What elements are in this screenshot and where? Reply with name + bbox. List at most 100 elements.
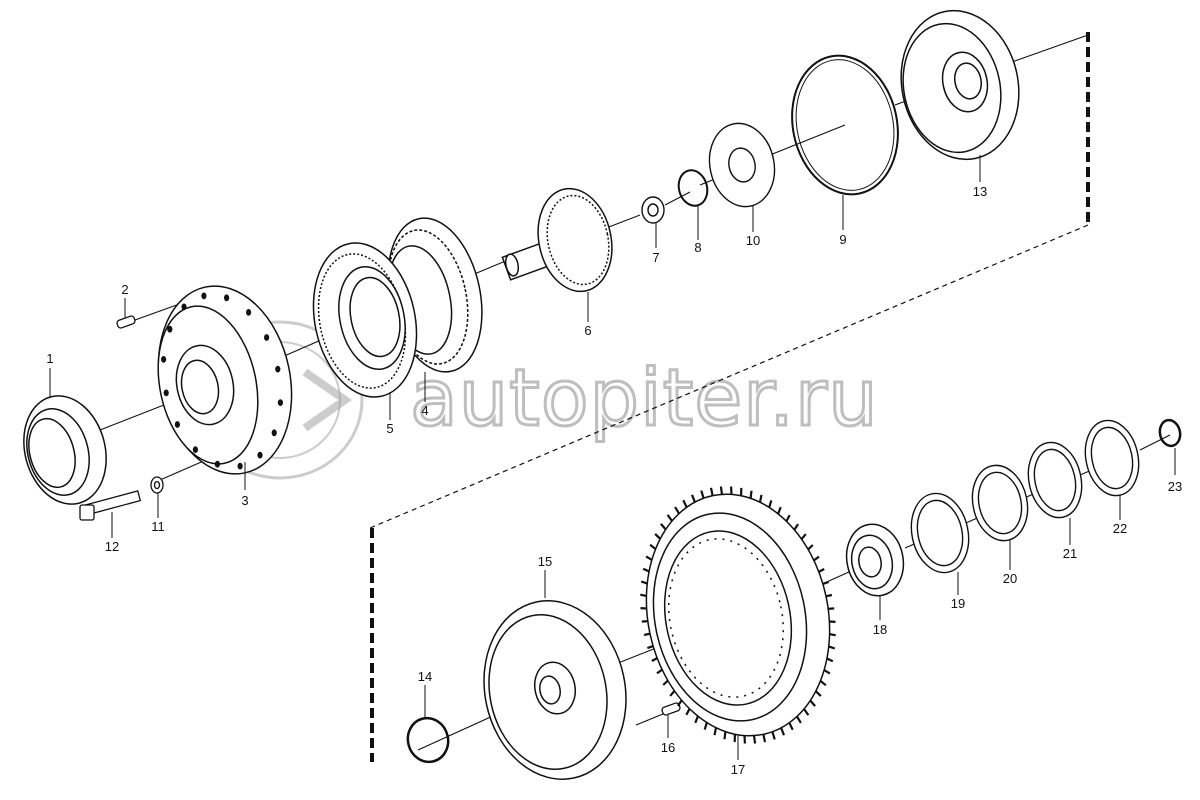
watermark-text: autopiter.ru bbox=[410, 354, 879, 444]
gear-tooth bbox=[676, 699, 683, 707]
callout-18: 18 bbox=[873, 622, 887, 637]
callout-3: 3 bbox=[241, 493, 248, 508]
flange-bolt-hole bbox=[257, 451, 263, 459]
flange-bolt-hole bbox=[167, 325, 173, 333]
callout-13: 13 bbox=[973, 184, 987, 199]
gear-tooth bbox=[771, 731, 776, 740]
ring-gear-teeth bbox=[640, 486, 836, 744]
gear-tooth bbox=[785, 514, 791, 522]
gear-tooth bbox=[656, 668, 663, 675]
part-washer bbox=[708, 122, 776, 208]
flange-bolt-hole bbox=[224, 294, 230, 302]
part-lock-washer bbox=[150, 476, 164, 494]
gear-tooth bbox=[685, 708, 691, 716]
flange-bolt-hole bbox=[161, 356, 167, 363]
gear-tooth bbox=[640, 580, 648, 585]
callout-1: 1 bbox=[46, 351, 53, 366]
callout-4: 4 bbox=[421, 403, 428, 418]
gear-tooth bbox=[828, 645, 836, 650]
gear-tooth bbox=[654, 533, 661, 540]
callout-22: 22 bbox=[1113, 521, 1127, 536]
gear-tooth bbox=[823, 669, 831, 675]
callout-6: 6 bbox=[584, 323, 591, 338]
gear-tooth bbox=[793, 523, 800, 531]
part-friction-disc bbox=[312, 242, 418, 398]
gear-tooth bbox=[813, 555, 820, 562]
watermark: autopiter.ru bbox=[196, 320, 879, 480]
gear-tooth bbox=[818, 568, 825, 573]
part-shim-21 bbox=[1027, 441, 1083, 519]
gear-tooth bbox=[777, 506, 782, 515]
callout-17: 17 bbox=[731, 762, 745, 777]
gear-tooth bbox=[651, 657, 658, 662]
part-planet-carrier bbox=[483, 600, 627, 780]
gear-tooth bbox=[719, 486, 724, 495]
gear-tooth bbox=[758, 494, 763, 503]
gear-tooth bbox=[788, 722, 794, 731]
callout-8: 8 bbox=[694, 240, 701, 255]
part-seal-ring bbox=[23, 395, 107, 505]
part-piston bbox=[900, 9, 1020, 161]
part-shim-22 bbox=[1084, 419, 1140, 497]
part-sun-gear-shaft bbox=[501, 187, 613, 293]
part-bearing bbox=[845, 523, 905, 597]
gear-tooth bbox=[803, 708, 810, 716]
gear-tooth bbox=[666, 514, 673, 522]
callout-9: 9 bbox=[839, 232, 846, 247]
callout-21: 21 bbox=[1063, 546, 1077, 561]
gear-tooth bbox=[723, 731, 727, 740]
callout-23: 23 bbox=[1168, 479, 1182, 494]
callout-10: 10 bbox=[746, 233, 760, 248]
part-pin bbox=[116, 315, 136, 329]
callout-2: 2 bbox=[121, 282, 128, 297]
flange-bolt-hole bbox=[264, 334, 270, 341]
callout-labels: 1 2 3 4 5 6 7 8 9 10 11 12 13 14 15 16 1… bbox=[46, 184, 1182, 777]
gear-tooth bbox=[649, 543, 657, 550]
gear-tooth bbox=[762, 734, 767, 743]
gear-tooth bbox=[815, 690, 822, 697]
gear-tooth bbox=[822, 580, 829, 585]
gear-tooth bbox=[703, 722, 708, 730]
gear-tooth bbox=[645, 555, 653, 561]
callout-leaders bbox=[49, 155, 1176, 760]
part-nut bbox=[641, 196, 665, 224]
part-housing-flange bbox=[157, 285, 293, 475]
callout-5: 5 bbox=[386, 421, 393, 436]
gear-tooth bbox=[825, 593, 833, 598]
flange-bolt-hole bbox=[277, 399, 283, 406]
gear-tooth bbox=[700, 490, 705, 499]
part-ring-gear bbox=[640, 486, 836, 744]
gear-tooth bbox=[690, 494, 696, 503]
flange-bolt-hole bbox=[181, 303, 187, 311]
gear-tooth bbox=[669, 690, 676, 697]
callout-7: 7 bbox=[652, 250, 659, 265]
gear-tooth bbox=[640, 593, 647, 597]
gear-tooth bbox=[829, 633, 836, 637]
gear-tooth bbox=[682, 499, 688, 508]
part-bolt bbox=[79, 490, 142, 521]
flange-bolt-hole bbox=[163, 389, 169, 397]
flange-bolt-hole bbox=[271, 429, 277, 437]
gear-tooth bbox=[796, 715, 802, 724]
gear-tooth bbox=[768, 500, 773, 508]
gear-tooth bbox=[647, 645, 654, 650]
flange-bolt-hole bbox=[192, 446, 198, 453]
gear-tooth bbox=[749, 490, 753, 499]
flange-bolt-hole bbox=[246, 309, 252, 316]
gear-tooth bbox=[642, 567, 650, 573]
section-divider bbox=[369, 32, 1090, 762]
flange-bolt-hole bbox=[174, 421, 180, 428]
part-shim-20 bbox=[971, 464, 1029, 542]
gear-tooth bbox=[713, 727, 718, 736]
gear-tooth bbox=[752, 735, 757, 744]
part-o-ring bbox=[791, 54, 899, 196]
callout-15: 15 bbox=[538, 554, 552, 569]
gear-tooth bbox=[807, 544, 814, 551]
gear-tooth bbox=[674, 506, 680, 515]
gear-tooth bbox=[643, 632, 651, 637]
part-shim-19 bbox=[910, 492, 970, 574]
flange-bolt-hole bbox=[214, 460, 220, 468]
gear-tooth bbox=[828, 607, 835, 610]
callout-14: 14 bbox=[418, 669, 432, 684]
